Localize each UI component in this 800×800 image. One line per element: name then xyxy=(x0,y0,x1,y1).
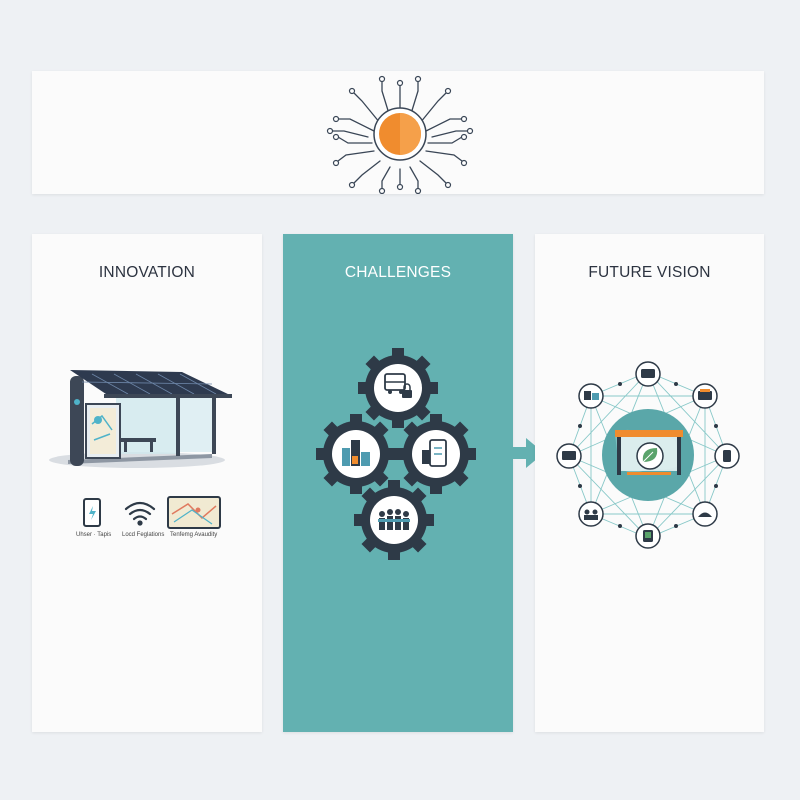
bus-shelter-illustration xyxy=(49,370,232,468)
future-vision-panel: FUTURE VISION xyxy=(535,234,764,732)
gears-cluster xyxy=(316,348,476,560)
challenges-panel: CHALLENGES xyxy=(283,234,513,732)
caption-availability: Tenfemg Avaudity xyxy=(170,532,218,538)
circuit-sun-icon xyxy=(326,75,474,194)
globe-shelter-network-icon xyxy=(556,361,740,549)
map-tablet-icon xyxy=(167,496,221,529)
city-gear-icon xyxy=(316,414,396,494)
caption-local-regulations: Locd Feglations xyxy=(122,532,165,538)
caption-user-tapis: Uhser · Tapis xyxy=(76,532,112,538)
innovation-icon-row xyxy=(83,496,221,529)
future-vision-title: FUTURE VISION xyxy=(588,264,711,281)
innovation-panel: INNOVATION xyxy=(32,234,262,732)
smartphone-icon xyxy=(83,498,101,527)
crowd-gear-icon xyxy=(354,480,434,560)
bus-lock-gear-icon xyxy=(358,348,438,428)
challenges-title: CHALLENGES xyxy=(344,264,452,281)
device-gear-icon xyxy=(396,414,476,494)
innovation-title: INNOVATION xyxy=(98,264,196,281)
wifi-icon xyxy=(124,501,156,526)
header-banner xyxy=(32,71,764,194)
